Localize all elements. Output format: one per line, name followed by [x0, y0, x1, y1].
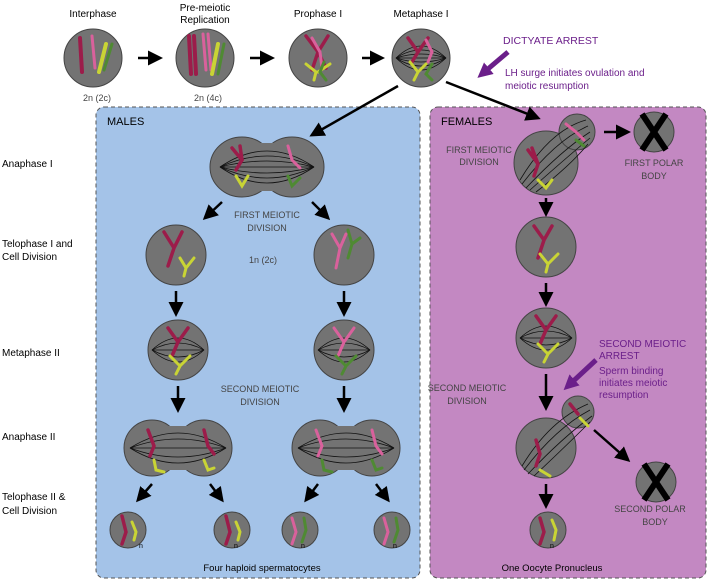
females-first-div-2: DIVISION [459, 157, 499, 167]
sperm-line-3: resumption [599, 390, 648, 401]
first-polar-label-2: BODY [641, 171, 667, 181]
female-metaphase2-cell [515, 307, 577, 369]
premeiotic-label-2: Replication [180, 15, 229, 26]
second-arrest-2: ARREST [599, 351, 640, 362]
row-label-anaphase1: Anaphase I [2, 159, 53, 170]
female-anaphase1-cell [513, 113, 596, 196]
row-label-telophase1-2: Cell Division [2, 252, 57, 263]
dictyate-title: DICTYATE ARREST [503, 35, 599, 47]
metaphase-label: Metaphase I [393, 9, 448, 20]
row-label-telophase2-1: Telophase II & [2, 492, 66, 503]
males-second-div-2: DIVISION [240, 397, 280, 407]
second-polar-label-2: BODY [642, 517, 668, 527]
female-telophase1-cell [515, 216, 577, 278]
row-label-telophase1-1: Telophase I and [2, 239, 73, 250]
dictyate-line1: LH surge initiates ovulation and [505, 68, 645, 79]
row-label-anaphase2: Anaphase II [2, 432, 55, 443]
first-polar-body [633, 111, 675, 153]
arrow-male-a2-1 [136, 483, 153, 503]
male-anaphase2-left [123, 419, 233, 477]
male-telophase1-left [145, 224, 207, 286]
prophase-cell [288, 28, 348, 88]
females-second-div-1: SECOND MEIOTIC [428, 383, 507, 393]
dictyate-line2: meiotic resumption [505, 81, 589, 92]
female-anaphase2-cell [515, 395, 595, 479]
sperm-line-1: Sperm binding [599, 366, 663, 377]
males-first-div-2: DIVISION [247, 223, 287, 233]
arrow-metaphase-females [445, 80, 541, 121]
males-footer: Four haploid spermatocytes [203, 563, 320, 574]
sperm-line-2: initiates meiotic [599, 378, 667, 389]
arrow-male-a2-4 [374, 483, 390, 503]
second-arrest-1: SECOND MEIOTIC [599, 339, 686, 350]
row-label-metaphase2: Metaphase II [2, 348, 60, 359]
males-title: MALES [107, 116, 144, 128]
spermatocyte-4 [373, 511, 411, 549]
arrow-metaphase-males [309, 84, 399, 137]
arrow-male-a2-2 [208, 483, 224, 503]
male-telophase1-right [313, 224, 375, 286]
arrow-male-a2-3 [304, 483, 320, 503]
females-second-div-2: DIVISION [447, 396, 487, 406]
premeiotic-ploidy: 2n (4c) [194, 93, 222, 103]
spermatocyte-3-n: n [301, 543, 305, 550]
oocyte-n: n [550, 543, 554, 550]
second-polar-body [635, 461, 677, 503]
prophase-label: Prophase I [294, 9, 342, 20]
male-anaphase1-cell [209, 136, 325, 198]
spermatocyte-3 [281, 511, 319, 549]
spermatocyte-2 [213, 511, 251, 549]
second-polar-label-1: SECOND POLAR [614, 504, 686, 514]
spermatocyte-4-n: n [393, 543, 397, 550]
arrow-male-a1-right [311, 201, 331, 221]
second-arrest-arrow [563, 358, 598, 391]
spermatocyte-1-n: n [139, 543, 143, 550]
arrow-female-polar2 [593, 429, 631, 462]
spermatocyte-1 [109, 511, 147, 549]
spermatocyte-2-n: n [234, 543, 238, 550]
male-metaphase2-right [313, 319, 375, 381]
metaphase1-cell [391, 28, 451, 88]
row-label-telophase2-2: Cell Division [2, 506, 57, 517]
males-first-div-1: FIRST MEIOTIC [234, 210, 300, 220]
dictyate-arrow [477, 50, 510, 78]
interphase-cell [63, 28, 123, 88]
females-title: FEMALES [441, 116, 492, 128]
interphase-ploidy: 2n (2c) [83, 93, 111, 103]
arrow-male-a1-left [202, 201, 223, 221]
females-first-div-1: FIRST MEIOTIC [446, 145, 512, 155]
male-anaphase2-right [291, 419, 401, 477]
premeiotic-cell [175, 28, 235, 88]
males-ploidy: 1n (2c) [249, 255, 277, 265]
premeiotic-label-1: Pre-meiotic [180, 3, 231, 14]
males-second-div-1: SECOND MEIOTIC [221, 384, 300, 394]
first-polar-label-1: FIRST POLAR [625, 158, 684, 168]
interphase-label: Interphase [69, 9, 117, 20]
oocyte-pronucleus [529, 511, 567, 549]
females-footer: One Oocyte Pronucleus [502, 563, 603, 574]
male-metaphase2-left [147, 319, 209, 381]
